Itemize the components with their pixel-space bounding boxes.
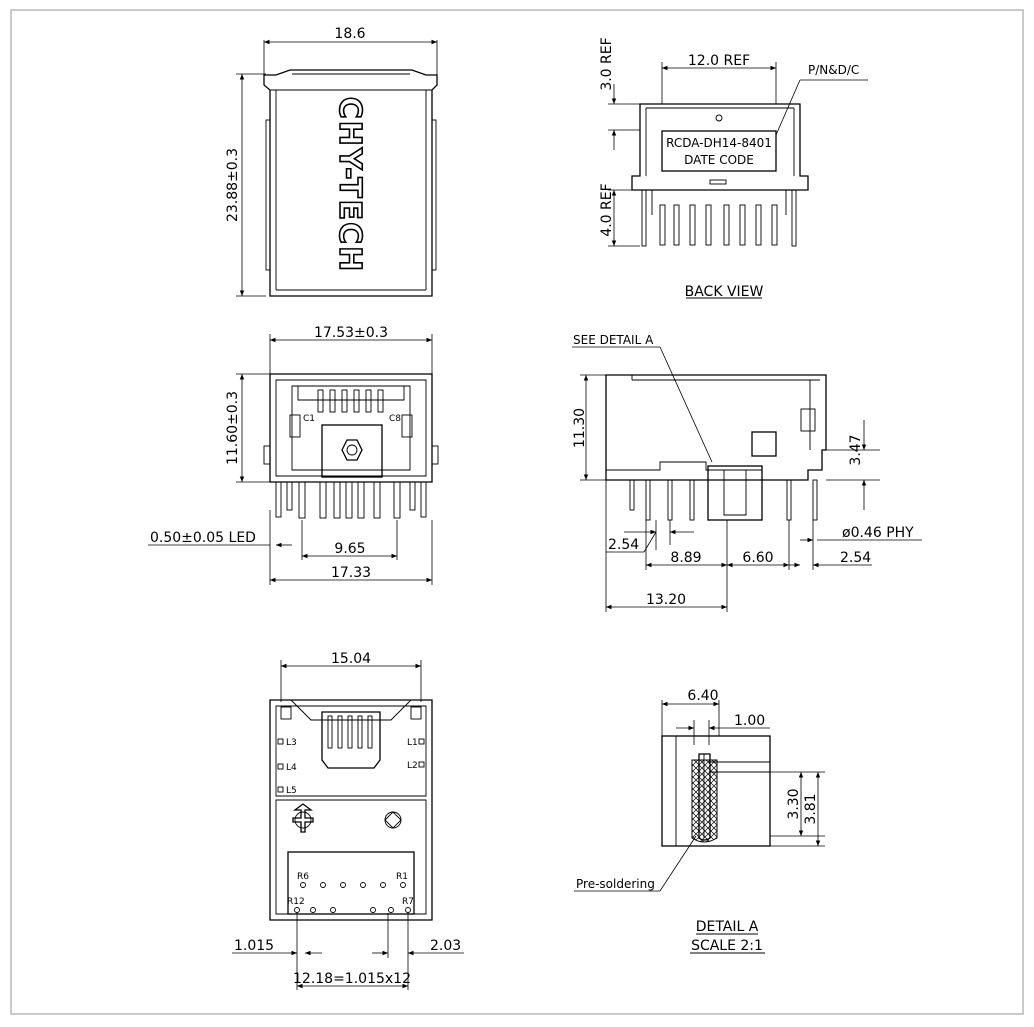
detail-width-dim: 6.40 — [687, 688, 718, 704]
top-view: 18.6 23.88±0.3 CHY-TECH — [225, 26, 438, 297]
side-overall: 13.20 — [646, 592, 686, 608]
bottom-r12: R12 — [287, 897, 305, 907]
side-tab-height: 3.47 — [848, 434, 864, 465]
front-height-dim: 11.60±0.3 — [225, 391, 241, 465]
detail-title: DETAIL A — [696, 919, 759, 935]
bottom-pin-span: 12.18=1.015x12 — [293, 971, 411, 987]
detail-h1-dim: 3.30 — [786, 788, 802, 819]
front-outer-span: 17.33 — [331, 565, 371, 581]
front-led-dim: 0.50±0.05 LED — [150, 530, 256, 546]
front-inner-span: 9.65 — [334, 541, 365, 557]
bottom-left-offset: 1.015 — [234, 938, 274, 954]
front-view: 17.53±0.3 11.60±0.3 C1 C8 — [148, 325, 439, 585]
side-height-dim: 11.30 — [572, 408, 588, 448]
bottom-width-dim: 15.04 — [331, 651, 371, 667]
side-view: SEE DETAIL A 11.30 3.47 ø0.46 PHY — [572, 333, 922, 612]
back-width-ref: 12.0 REF — [688, 53, 750, 69]
back-pin-ref: 4.0 REF — [599, 183, 615, 236]
bottom-l2: L2 — [407, 761, 418, 771]
detail-thickness-dim: 1.00 — [734, 713, 765, 729]
detail-note: Pre-soldering — [576, 877, 655, 891]
bottom-r6: R6 — [297, 872, 309, 882]
front-c1-label: C1 — [303, 414, 315, 424]
bottom-l4: L4 — [286, 763, 297, 773]
bottom-r1: R1 — [396, 872, 408, 882]
top-width-dim: 18.6 — [334, 26, 365, 42]
side-span-889: 8.89 — [670, 550, 701, 566]
side-pitch-right: 2.54 — [840, 550, 871, 566]
bottom-right-offset: 2.03 — [430, 938, 461, 954]
side-pitch-left: 2.54 — [608, 537, 639, 553]
detail-h2-dim: 3.81 — [803, 793, 819, 824]
bottom-r7: R7 — [402, 897, 414, 907]
back-part-number: RCDA-DH14-8401 — [666, 136, 772, 150]
detail-scale: SCALE 2:1 — [691, 938, 763, 954]
side-pin-dia: ø0.46 PHY — [842, 525, 914, 541]
side-span-660: 6.60 — [742, 550, 773, 566]
back-date-code: DATE CODE — [684, 153, 754, 167]
top-height-dim: 23.88±0.3 — [225, 148, 241, 222]
back-view-title: BACK VIEW — [685, 284, 764, 300]
back-top-ref: 3.0 REF — [599, 37, 615, 90]
front-width-dim: 17.53±0.3 — [314, 325, 388, 341]
bottom-l1: L1 — [407, 738, 418, 748]
bottom-l5: L5 — [286, 786, 297, 796]
front-c8-label: C8 — [389, 414, 401, 424]
side-detail-callout: SEE DETAIL A — [573, 333, 654, 347]
bottom-view: 15.04 L3 L4 L5 L1 L2 — [232, 651, 464, 990]
bottom-l3: L3 — [286, 738, 297, 748]
drawing-border — [10, 9, 1024, 1015]
top-logo: CHY-TECH — [332, 97, 367, 274]
detail-a: 6.40 1.00 3.30 3.81 Pre-soldering DETAIL… — [574, 688, 825, 954]
back-pnd-label: P/N&D/C — [808, 63, 859, 77]
back-view: 12.0 REF 3.0 REF 4.0 REF RCDA-DH14-8401 … — [599, 37, 868, 300]
